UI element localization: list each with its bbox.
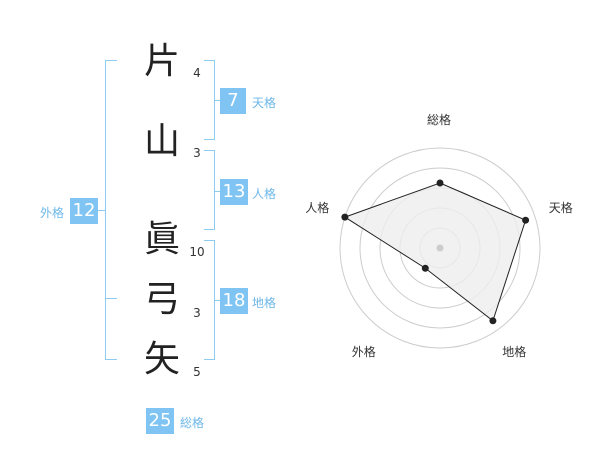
radar-center <box>436 244 444 252</box>
tenkaku-tick <box>215 100 220 101</box>
tenkaku-label: 天格 <box>252 96 277 110</box>
soukaku-label: 総格 <box>180 416 205 430</box>
gaikaku-bracket-tick <box>95 210 106 211</box>
stroke-count-5: 5 <box>193 365 201 379</box>
radar-point <box>341 213 349 221</box>
name-char-3: 眞 <box>143 219 180 260</box>
name-char-5: 矢 <box>143 339 180 380</box>
radar-polygon <box>343 182 527 322</box>
stroke-count-1: 4 <box>193 66 201 80</box>
name-char-2: 山 <box>143 121 180 162</box>
jinkaku-bracket <box>204 150 215 230</box>
gaikaku-bracket-inner-tick <box>105 298 117 299</box>
gaikaku-value: 12 <box>70 198 98 224</box>
stroke-count-4: 3 <box>193 306 201 320</box>
radar-axis-label: 総格 <box>427 113 452 127</box>
radar-grid-ring <box>359 167 521 329</box>
gaikaku-label: 外格 <box>40 206 65 220</box>
jinkaku-tick <box>215 191 220 192</box>
soukaku-value: 25 <box>146 408 174 434</box>
radar-point <box>421 264 429 272</box>
chikaku-label: 地格 <box>252 296 277 310</box>
radar-axis-label: 人格 <box>305 201 330 216</box>
radar-point <box>436 179 444 187</box>
chikaku-value: 18 <box>220 288 248 314</box>
name-char-1: 片 <box>143 41 180 82</box>
stroke-count-2: 3 <box>193 146 201 160</box>
radar-axis-label: 天格 <box>548 201 573 216</box>
radar-point <box>489 317 497 325</box>
chikaku-bracket <box>204 240 215 360</box>
radar-point <box>522 216 530 224</box>
radar-axis-label: 地格 <box>502 344 527 359</box>
chikaku-tick <box>215 300 220 301</box>
name-char-4: 弓 <box>143 279 180 320</box>
tenkaku-value: 7 <box>220 88 246 114</box>
jinkaku-value: 13 <box>220 179 248 205</box>
tenkaku-bracket <box>204 60 215 140</box>
stroke-count-3: 10 <box>189 245 205 259</box>
radar-axis-label: 外格 <box>351 344 376 359</box>
jinkaku-label: 人格 <box>252 187 277 201</box>
